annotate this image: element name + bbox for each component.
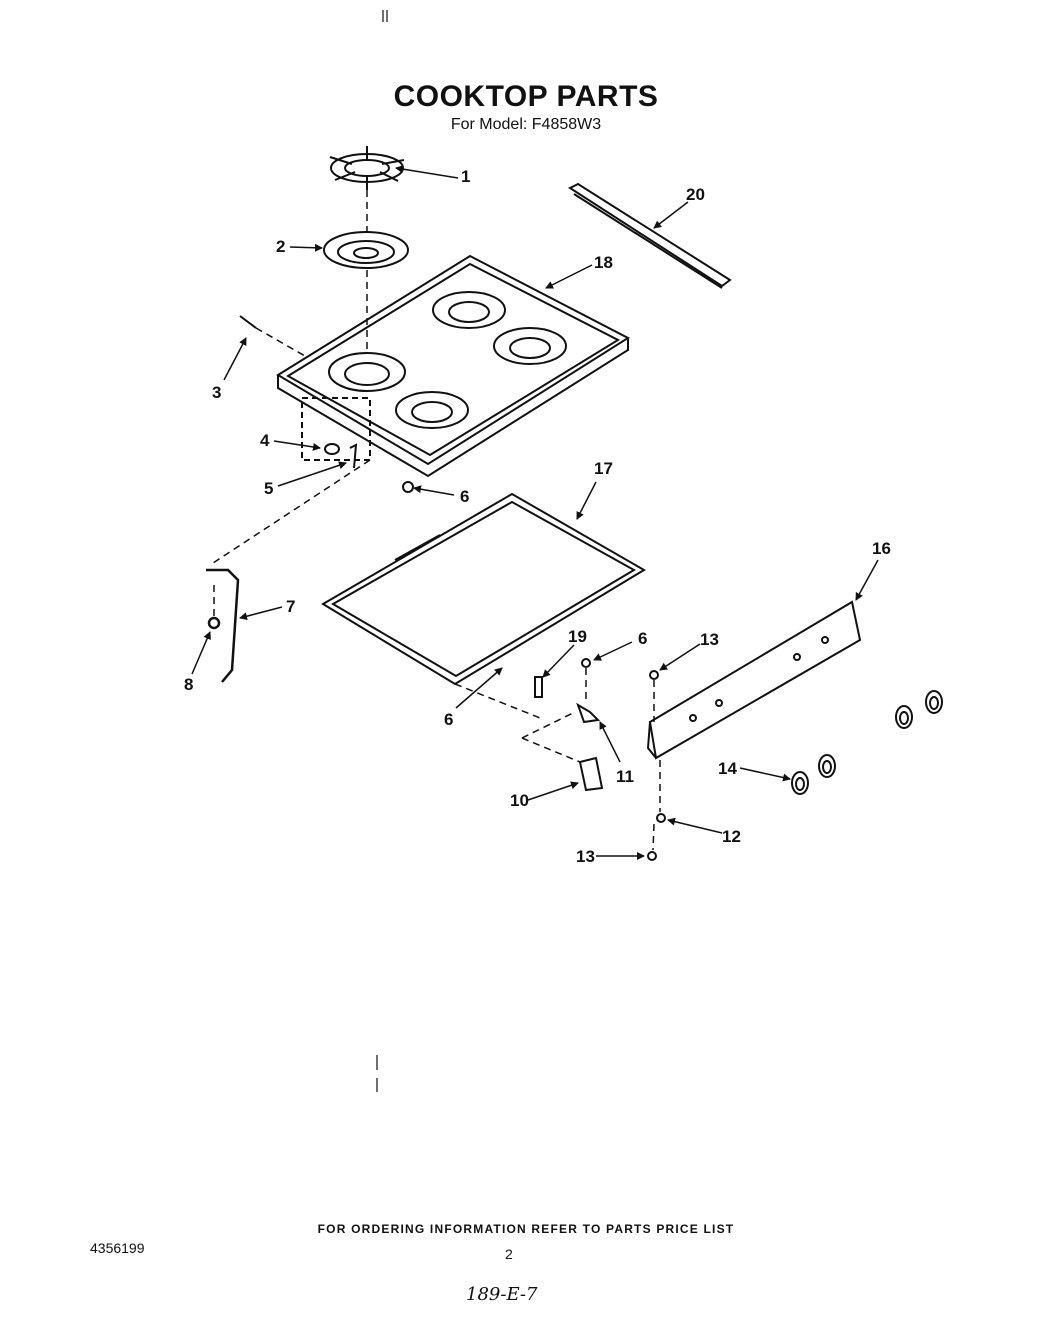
control-panel-part (646, 600, 862, 760)
cooktop-part (276, 254, 631, 478)
callout-2: 2 (276, 237, 285, 256)
bracket-parts (324, 443, 414, 493)
callout-8: 8 (184, 675, 193, 694)
knob-parts (791, 690, 943, 795)
ordering-note: FOR ORDERING INFORMATION REFER TO PARTS … (317, 1222, 735, 1236)
page-number: 2 (505, 1246, 513, 1262)
callout-6a: 6 (460, 487, 469, 506)
callout-13b: 13 (576, 847, 595, 866)
rod-part (206, 568, 240, 683)
handwritten-code: 189-E-7 (466, 1284, 538, 1305)
callout-12: 12 (722, 827, 741, 846)
callout-16: 16 (872, 539, 891, 558)
callout-17: 17 (594, 459, 613, 478)
rear-trim-part (567, 182, 732, 289)
callout-5: 5 (264, 479, 273, 498)
callout-3: 3 (212, 383, 221, 402)
callout-18: 18 (594, 253, 613, 272)
hinge-parts (534, 658, 604, 792)
document-number: 4356199 (90, 1240, 145, 1256)
callout-7: 7 (286, 597, 295, 616)
callout-4: 4 (260, 431, 270, 450)
screw-part (239, 315, 257, 329)
callout-11: 11 (616, 767, 634, 786)
scan-marks (376, 10, 388, 1092)
burner-bowl-part (323, 231, 409, 269)
callout-1: 1 (461, 167, 470, 186)
callout-10: 10 (510, 791, 529, 810)
assembly-lines (209, 190, 661, 851)
callout-6c: 6 (638, 629, 647, 648)
callout-14: 14 (718, 759, 737, 778)
panel-part (321, 492, 646, 686)
leader-arrows (191, 165, 879, 860)
callout-20: 20 (686, 185, 705, 204)
page-title: COOKTOP PARTS (393, 80, 659, 113)
callout-13a: 13 (700, 630, 719, 649)
callout-6b: 6 (444, 710, 453, 729)
model-subtitle: For Model: F4858W3 (450, 116, 602, 133)
burner-grate-part (329, 146, 405, 190)
callout-19: 19 (568, 627, 587, 646)
fastener-parts (647, 670, 666, 861)
